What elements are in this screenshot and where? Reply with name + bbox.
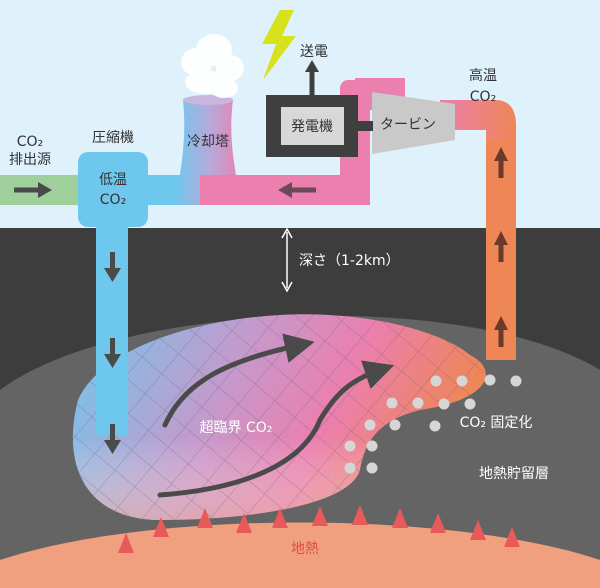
co2-source-label-line2: 排出源 xyxy=(9,152,51,168)
heat-triangle-icon xyxy=(118,505,520,553)
cooling-tower-label: 冷却塔 xyxy=(187,134,229,150)
reservoir-flow-arrow xyxy=(157,360,395,498)
arrow-right-icon xyxy=(38,182,52,198)
co2-fixation-dots xyxy=(344,374,522,474)
arrow-up-icon xyxy=(494,147,508,347)
co2-cold-label: CO₂ xyxy=(100,192,126,208)
arrow-up-icon xyxy=(305,60,319,72)
high-temp-label: 高温 xyxy=(469,67,497,84)
arrow-left-icon xyxy=(278,182,292,198)
turbine xyxy=(372,92,455,154)
lightning-bolt-icon xyxy=(262,10,296,80)
compressor-label: 圧縮機 xyxy=(92,130,134,146)
co2-hot-label: CO₂ xyxy=(470,89,496,105)
reservoir-flow-arrow xyxy=(162,333,315,428)
arrow-down-icon xyxy=(104,252,121,454)
geothermal-label: 地熱 xyxy=(291,541,319,557)
supercritical-co2-label: 超臨界 CO₂ xyxy=(200,420,273,436)
reservoir-label: 地熱貯留層 xyxy=(479,466,549,482)
depth-label: 深さ（1-2km） xyxy=(299,253,400,269)
generator xyxy=(281,107,344,145)
low-temp-label: 低温 xyxy=(99,172,127,188)
depth-indicator xyxy=(281,227,293,293)
co2-fixation-label: CO₂ 固定化 xyxy=(460,415,533,431)
turbine-label: タービン xyxy=(380,117,436,133)
magma-layer xyxy=(0,522,600,588)
generator-label: 発電機 xyxy=(291,119,333,135)
steam-cloud xyxy=(181,34,244,98)
co2-source-label-line1: CO₂ xyxy=(17,134,43,150)
power-out-label: 送電 xyxy=(300,44,328,60)
compressor-box xyxy=(78,152,148,227)
